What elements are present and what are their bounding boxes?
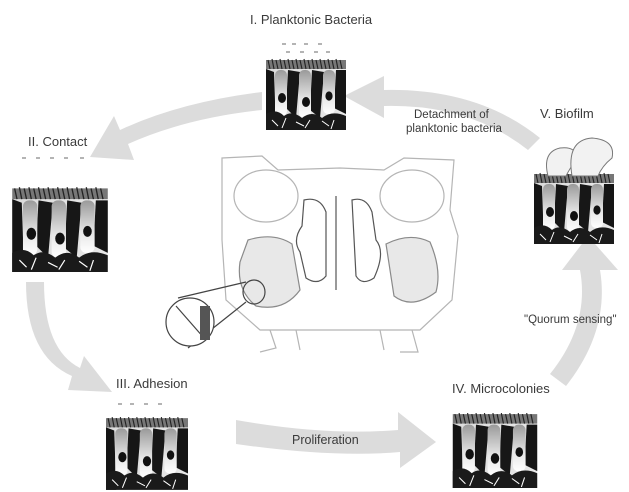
tissue-panel-biofilm xyxy=(534,138,614,244)
label-microcolonies: IV. Microcolonies xyxy=(452,381,550,396)
tissue-panel-microcolonies xyxy=(453,413,537,488)
tissue-panel-contact xyxy=(12,158,108,272)
arrow-contact-to-adhesion xyxy=(26,282,112,392)
cycle-arrows xyxy=(26,76,618,468)
label-biofilm: V. Biofilm xyxy=(540,106,594,121)
tissue-panel-planktonic xyxy=(266,44,346,130)
arrow-quorum xyxy=(550,236,618,386)
sinus-anatomy xyxy=(166,156,458,352)
label-contact: II. Contact xyxy=(28,134,88,149)
arrow-planktonic-to-contact xyxy=(90,92,262,160)
tissue-panel-adhesion xyxy=(106,404,188,490)
label-detachment-1: Detachment of xyxy=(414,109,490,121)
label-planktonic: I. Planktonic Bacteria xyxy=(250,12,373,27)
label-quorum: "Quorum sensing" xyxy=(524,314,617,326)
label-proliferation: Proliferation xyxy=(292,433,359,447)
label-adhesion: III. Adhesion xyxy=(116,376,188,391)
label-detachment-2: planktonic bacteria xyxy=(406,123,502,135)
